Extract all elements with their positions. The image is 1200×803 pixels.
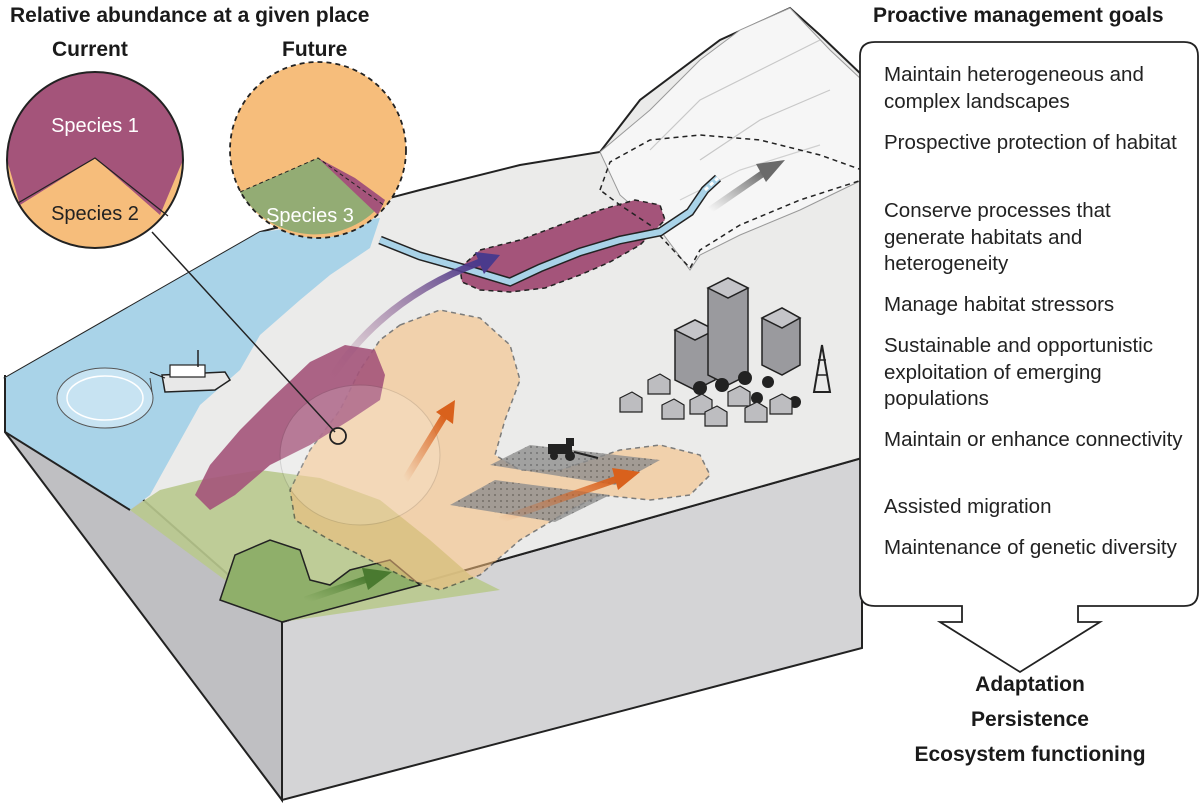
outcome-ecosystem-functioning: Ecosystem functioning: [914, 743, 1146, 766]
species3-label: Species 3: [266, 205, 354, 227]
gray-migration-arrow: [708, 160, 785, 213]
goal-genetic-diversity: Maintenance of genetic diversity: [884, 536, 1177, 559]
goals-callout-box: [859, 41, 1199, 674]
goal-conserve-processes: Conserve processes that generate habitat…: [884, 199, 1111, 275]
species1-current-zone: [195, 345, 385, 510]
goal-assisted-migration: Assisted migration: [884, 495, 1052, 518]
species1-future-zone: [459, 199, 666, 293]
mountain-future-zone: [599, 134, 863, 270]
species1-label: Species 1: [51, 115, 139, 137]
species2-label: Species 2: [51, 203, 139, 225]
location-marker: [329, 427, 347, 445]
fishing-boat-icon: [56, 350, 232, 429]
goals-title: Proactive management goals: [873, 4, 1164, 27]
buildings-icon: [673, 277, 802, 391]
abundance-title: Relative abundance at a given place: [10, 4, 370, 27]
houses-icon: [619, 373, 793, 427]
oil-derrick-icon: [812, 344, 832, 393]
goal-prospective-protection: Prospective protection of habitat: [884, 131, 1177, 154]
pie-pointer-line: [151, 231, 336, 433]
future-label: Future: [282, 38, 348, 61]
orange-migration-arrow-2: [498, 468, 640, 524]
green-migration-arrow: [303, 568, 392, 604]
species2-future-zone: [289, 309, 711, 591]
purple-migration-arrow: [327, 252, 500, 382]
goal-sustainable-exploitation: Sustainable and opportunistic exploitati…: [884, 334, 1153, 410]
outcome-adaptation: Adaptation: [975, 673, 1085, 696]
future-pie-chart: Species 3: [229, 61, 407, 239]
goal-connectivity: Maintain or enhance connectivity: [884, 428, 1183, 451]
trees-icon: [693, 371, 801, 408]
tractor-icon: [548, 438, 599, 461]
current-pie-chart: Species 1 Species 2: [6, 71, 184, 249]
outcome-persistence: Persistence: [971, 708, 1089, 731]
ocean: [5, 218, 380, 510]
goal-heterogeneous-landscapes: Maintain heterogeneous and complex lands…: [884, 63, 1144, 113]
current-label: Current: [52, 38, 128, 61]
orange-migration-arrow-1: [402, 400, 455, 482]
goal-manage-stressors: Manage habitat stressors: [884, 293, 1115, 316]
